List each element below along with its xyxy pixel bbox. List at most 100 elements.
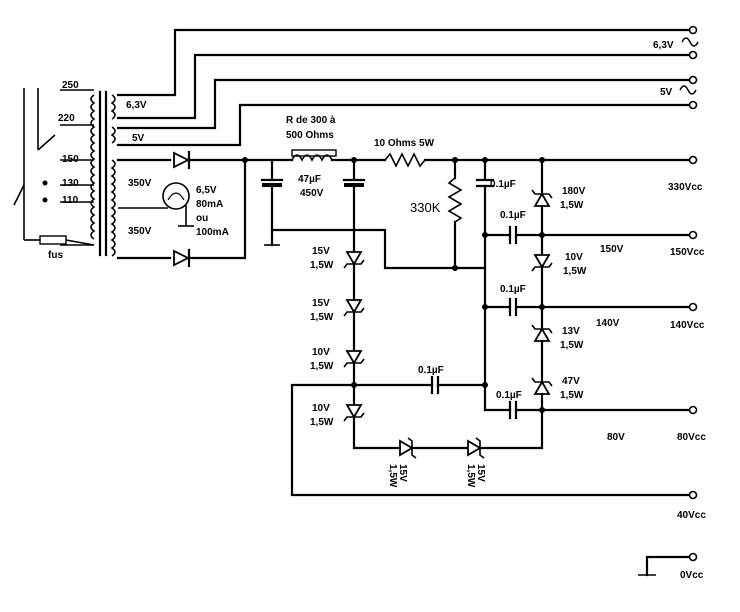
terminal-6v3-b[interactable]	[688, 50, 698, 60]
40v-rail: 0.1µF	[290, 365, 692, 497]
rz2-p: 1,5W	[563, 266, 587, 277]
zener-right-13	[533, 327, 551, 342]
rz-junction-80	[539, 407, 545, 413]
terminal-5v-b[interactable]	[688, 100, 698, 110]
tap-label-220: 220	[58, 113, 75, 124]
zener-right-10	[533, 254, 551, 269]
cap-150-label: 0.1µF	[500, 210, 526, 221]
zl3-p: 1,5W	[310, 361, 334, 372]
cap-rail-junction-40	[482, 382, 488, 388]
output-label-330v: 330Vcc	[668, 182, 703, 193]
transformer: 250 220 150 130 110 fus	[13, 80, 116, 261]
zener-bottom-1	[399, 439, 414, 457]
fuse-label: fus	[48, 250, 63, 261]
zl1-p: 1,5W	[310, 260, 334, 271]
hv-rectifier: 350V 350V 6,5V 80mA ou 100mA	[116, 150, 248, 268]
choke-label-1: R de 300 à	[286, 115, 336, 126]
zener-bottom-2	[467, 439, 482, 457]
left-zener-string: 15V 1,5W 15V 1,5W 10V 1,5W 10V 1,5W	[310, 246, 402, 450]
hv-winding	[110, 159, 116, 257]
rz3-v: 13V	[562, 326, 580, 337]
zb1-p: 1,5W	[387, 464, 398, 488]
terminal-80v[interactable]	[688, 405, 698, 415]
terminal-330v[interactable]	[688, 155, 698, 165]
bleeder-junction	[452, 157, 458, 163]
terminal-6v3-a[interactable]	[688, 25, 698, 35]
right-zener-chain: 180V 1,5W 10V 1,5W 13V 1,5W 47V 1,5W 150…	[531, 157, 625, 443]
fuse	[39, 235, 67, 245]
tap-voltage-150: 150V	[600, 244, 624, 255]
cap-140-label: 0.1µF	[500, 284, 526, 295]
terminal-140v[interactable]	[688, 302, 698, 312]
primary-winding	[90, 94, 96, 240]
bleeder-label: 330K	[410, 200, 441, 215]
zl1-v: 15V	[312, 246, 330, 257]
fuse-lead-right	[65, 239, 95, 246]
cap-rail-junction-top	[482, 157, 488, 163]
tap-voltage-140: 140V	[596, 318, 620, 329]
rz-junction-top	[539, 157, 545, 163]
cap-80-label: 0.1µF	[496, 390, 522, 401]
rz4-p: 1,5W	[560, 390, 584, 401]
heater-winding-label: 6,3V	[126, 100, 147, 111]
choke-label-2: 500 Ohms	[286, 130, 334, 141]
zener-left-4	[345, 404, 363, 419]
indicator-lamp-filament	[167, 192, 185, 201]
heater-wiring: 6,3V 5V	[116, 28, 692, 147]
zl2-v: 15V	[312, 298, 330, 309]
cap2-plate-bottom	[344, 183, 364, 187]
ac-sine-icon-1	[681, 37, 699, 47]
5v-line-bottom	[116, 103, 692, 147]
zl4-v: 10V	[312, 403, 330, 414]
output-label-150v: 150Vcc	[670, 247, 705, 258]
selector-contact-1	[42, 180, 48, 186]
zl4-p: 1,5W	[310, 417, 334, 428]
zener-right-13-bar	[531, 324, 553, 334]
0v-output	[638, 555, 692, 577]
zener-right-47-bar	[531, 377, 553, 387]
terminal-0v[interactable]	[688, 552, 698, 562]
zl3-v: 10V	[312, 347, 330, 358]
tap-label-110: 110	[62, 195, 79, 206]
terminal-40v[interactable]	[688, 490, 698, 500]
zener-right-180	[533, 192, 551, 207]
rz2-v: 10V	[565, 252, 583, 263]
tap-label-250: 250	[62, 80, 79, 91]
output-label-5v: 5V	[660, 87, 673, 98]
tap-voltage-80: 80V	[607, 432, 625, 443]
lamp-label-3: ou	[196, 213, 208, 224]
output-label-80v: 80Vcc	[677, 432, 706, 443]
rectifier-bottom-out	[188, 158, 247, 260]
filter-cap-voltage: 450V	[300, 188, 324, 199]
tap-label-130: 130	[62, 178, 79, 189]
terminal-5v-a[interactable]	[688, 75, 698, 85]
0v-line	[645, 555, 692, 577]
output-terminals: 6,3V 5V 330Vcc 150Vcc 140Vcc 80Vcc 40Vcc…	[653, 25, 706, 581]
rz1-p: 1,5W	[560, 200, 584, 211]
zl2-p: 1,5W	[310, 312, 334, 323]
zener-left-1	[345, 251, 363, 266]
ac-sine-icon-2	[679, 85, 697, 95]
terminal-150v[interactable]	[688, 230, 698, 240]
lamp-label-1: 6,5V	[196, 185, 217, 196]
rectifier-diode-top	[173, 151, 191, 169]
5v-winding-label: 5V	[132, 133, 145, 144]
choke-winding	[291, 154, 333, 162]
output-label-40v: 40Vcc	[677, 510, 706, 521]
output-label-140v: 140Vcc	[670, 320, 705, 331]
bleeder-resistor	[447, 177, 463, 223]
rz1-v: 180V	[562, 186, 586, 197]
heater-line-top	[116, 28, 692, 97]
hv-top-label: 350V	[128, 178, 152, 189]
zstring-seg-4	[352, 416, 402, 450]
selector-contact-2	[42, 197, 48, 203]
output-label-0v: 0Vcc	[680, 570, 704, 581]
zener-right-180-bar	[531, 189, 553, 199]
filter-junction	[351, 157, 357, 163]
indicator-lamp	[162, 182, 190, 210]
zb1-v: 15V	[397, 464, 408, 482]
40v-line	[290, 383, 692, 497]
5v-line-top	[116, 78, 692, 130]
5v-winding	[110, 126, 116, 144]
cap1-plate-bottom	[262, 183, 282, 187]
